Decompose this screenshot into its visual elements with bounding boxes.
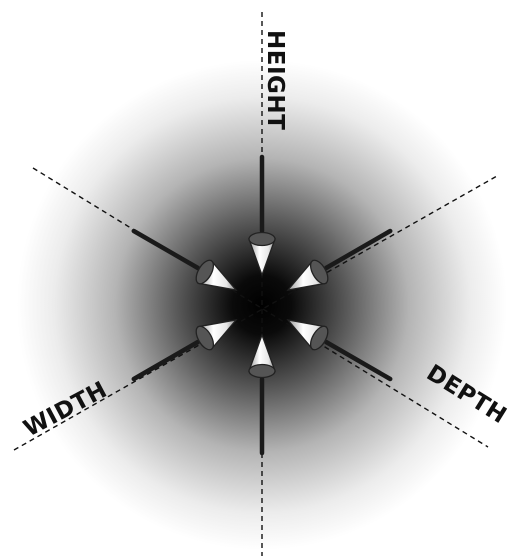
arrow-bottom-cone-base	[249, 365, 275, 378]
arrow-top-cone-base	[249, 233, 275, 246]
height-label: HEIGHT	[262, 30, 288, 130]
